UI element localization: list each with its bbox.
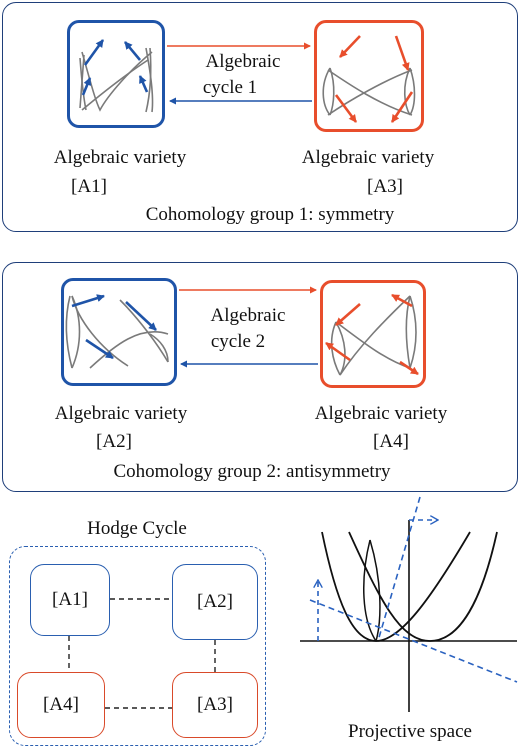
caption-a4: Algebraic variety — [314, 403, 448, 424]
variety-a4-box — [320, 280, 426, 388]
group-2-label: Cohomology group 2: antisymmetry — [113, 461, 391, 482]
variety-a3-arrows — [334, 35, 414, 123]
variety-a3-box — [314, 20, 424, 132]
hodge-links — [68, 598, 216, 709]
variety-a1-curves — [79, 47, 154, 113]
hodge-node-a4: [A4] — [17, 672, 105, 738]
variety-a1-arrows — [81, 39, 149, 96]
variety-a2-arrows — [71, 294, 157, 360]
caption-a2: Algebraic variety — [54, 403, 188, 424]
tag-a4: [A4] — [373, 431, 409, 452]
variety-a4-arrows — [325, 293, 419, 376]
tag-a1: [A1] — [71, 176, 107, 197]
arrow-label-1-line2: cycle 1 — [202, 77, 258, 98]
variety-a2-box — [61, 278, 177, 386]
group-1-label: Cohomology group 1: symmetry — [145, 204, 395, 225]
caption-a3: Algebraic variety — [301, 147, 435, 168]
caption-a1: Algebraic variety — [53, 147, 187, 168]
hodge-node-a2: [A2] — [172, 564, 258, 640]
variety-a2-curves — [65, 295, 169, 369]
arrow-label-1-line1: Algebraic — [205, 51, 281, 72]
arrow-label-2-line2: cycle 2 — [210, 331, 266, 352]
tag-a2: [A2] — [96, 431, 132, 452]
hodge-node-a3: [A3] — [172, 672, 258, 738]
projective-space-plot — [300, 496, 518, 712]
variety-a3-curves — [322, 67, 416, 116]
arrow-label-2-line1: Algebraic — [210, 305, 286, 326]
projective-space-label: Projective space — [348, 721, 472, 742]
hodge-cycle-title: Hodge Cycle — [87, 518, 187, 539]
cohomology-group-1-panel — [2, 2, 518, 232]
variety-a1-box — [67, 20, 165, 128]
hodge-node-a1: [A1] — [30, 564, 110, 636]
cohomology-group-2-panel — [2, 262, 518, 492]
tag-a3: [A3] — [367, 176, 403, 197]
hodge-cycle-frame — [9, 546, 266, 746]
